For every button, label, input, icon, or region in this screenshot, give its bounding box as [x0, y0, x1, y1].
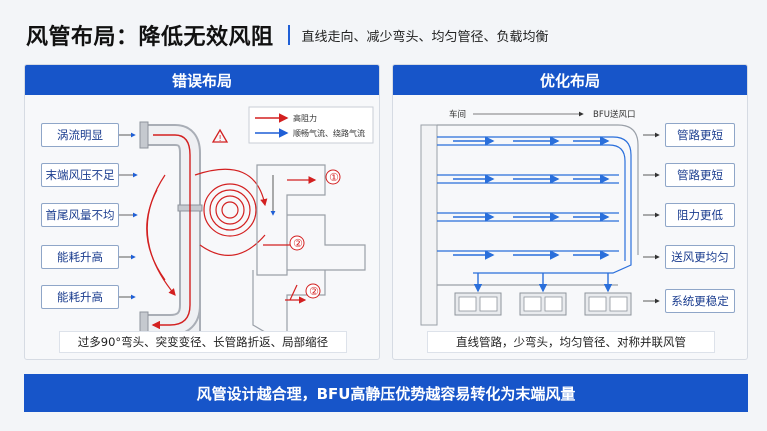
footer-banner: 风管设计越合理，BFU高静压优势越容易转化为末端风量	[24, 374, 748, 412]
branch-duct	[252, 164, 366, 331]
marker-2b-text: ②	[309, 285, 319, 298]
wrong-layout-panel: 错误布局	[24, 64, 380, 360]
legend-high-resistance: 高阻力	[293, 113, 317, 123]
svg-text:!: !	[219, 134, 222, 143]
wrong-layout-title: 错误布局	[25, 65, 379, 95]
vortex-arcs	[146, 168, 268, 296]
marker-2a: ②	[289, 235, 305, 251]
label-vortex: 涡流明显	[41, 123, 119, 147]
label-lower-resistance: 阻力更低	[665, 203, 735, 227]
label-uneven-airflow: 首尾风量不均	[41, 203, 119, 227]
wrong-layout-caption: 过多90°弯头、突变变径、长管路折返、局部缩径	[59, 331, 347, 353]
marker-2b: ②	[305, 283, 321, 299]
wrong-layout-diagram: ! ① ② ②	[119, 106, 374, 331]
legend-smooth-flow: 顺畅气流、绕路气流	[293, 128, 365, 138]
smooth-flow-lines	[437, 136, 632, 274]
high-resistance-flow	[151, 134, 191, 330]
optimized-layout-panel: 优化布局 车间 BFU送风口	[392, 64, 748, 360]
optimized-layout-caption: 直线管路，少弯头，均匀管径、对称并联风管	[427, 331, 715, 353]
marker-1: ①	[325, 169, 341, 185]
title-divider	[287, 25, 290, 45]
legend: 高阻力 顺畅气流、绕路气流	[248, 106, 374, 144]
label-bfu-outlet: BFU送风口	[593, 109, 635, 120]
label-energy-up-2: 能耗升高	[41, 285, 119, 309]
label-end-pressure-low: 末端风压不足	[41, 163, 119, 187]
label-shorter-duct-2: 管路更短	[665, 163, 735, 187]
label-more-stable-system: 系统更稳定	[665, 289, 735, 313]
page-title: 风管布局：降低无效风阻	[26, 25, 274, 50]
label-more-even-supply: 送风更均匀	[665, 245, 735, 269]
label-energy-up-1: 能耗升高	[41, 245, 119, 269]
page-subtitle: 直线走向、减少弯头、均匀管径、负载均衡	[301, 29, 549, 45]
flow-arrows	[453, 136, 610, 260]
header: 风管布局：降低无效风阻 直线走向、减少弯头、均匀管径、负载均衡	[26, 18, 549, 52]
marker-1-text: ①	[329, 171, 339, 184]
parallel-ducts	[437, 124, 639, 286]
optimized-layout-diagram: 车间 BFU送风口	[420, 109, 660, 326]
label-shorter-duct-1: 管路更短	[665, 123, 735, 147]
optimized-layout-title: 优化布局	[393, 65, 747, 95]
warning-triangle-icon: !	[211, 128, 229, 143]
label-workshop: 车间	[449, 109, 466, 120]
marker-2a-text: ②	[293, 237, 303, 250]
